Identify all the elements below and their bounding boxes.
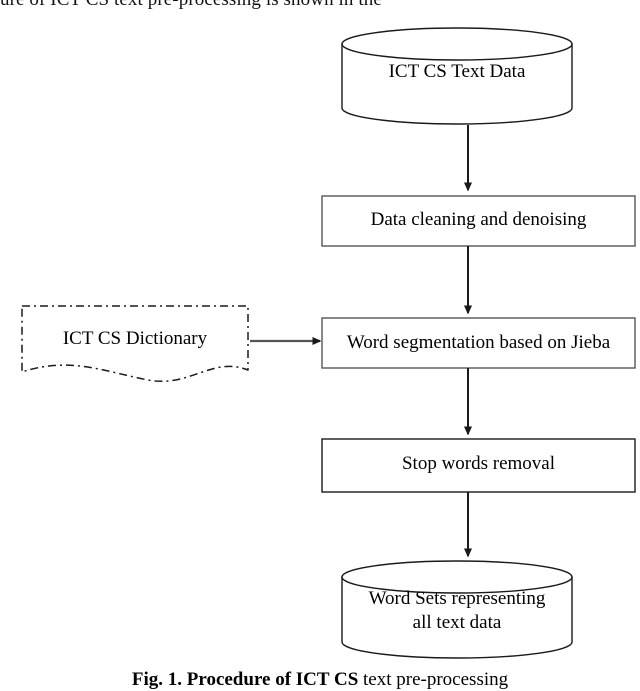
node-wordsets-label-line2: all text data [412,612,502,633]
node-source-cylinder [341,27,573,125]
node-stopwords-label: Stop words removal [401,453,556,474]
node-segment-box [321,317,636,369]
flowchart-figure: ICT CS Text Data Data cleaning and denoi… [21,27,636,659]
figure-caption-bold: Fig. 1. Procedure of ICT CS [131,669,359,690]
node-stopwords-box [321,438,636,493]
node-wordsets-label-line1: Word Sets representing [368,588,546,609]
node-dictionary-document [21,305,249,383]
node-segment-label: Word segmentation based on Jieba [346,332,611,353]
body-text-fragment: ure of ICT CS text pre-processing is sho… [0,0,640,11]
node-clean-box [321,195,636,247]
figure-caption: Fig. 1. Procedure of ICT CS text pre-pro… [0,668,640,691]
node-wordsets-label: Word Sets representing all text data [342,587,572,635]
figure-caption-rest: text pre-processing [358,669,509,690]
node-wordsets-cylinder [341,560,573,659]
node-dictionary-label: ICT CS Dictionary [62,328,208,349]
node-source-label: ICT CS Text Data [388,61,526,82]
node-clean-label: Data cleaning and denoising [370,209,587,230]
flowchart-canvas [21,27,636,659]
